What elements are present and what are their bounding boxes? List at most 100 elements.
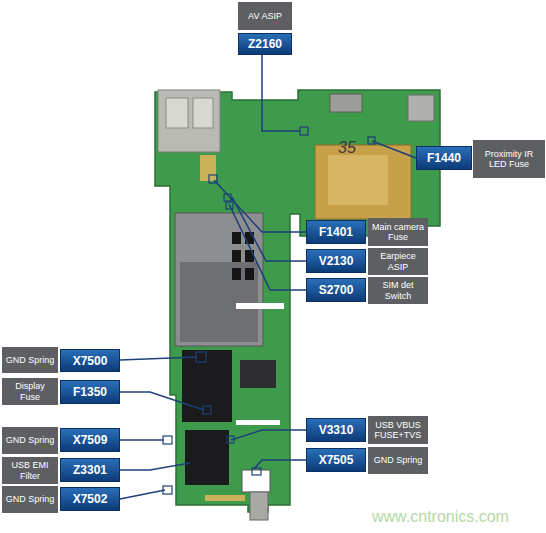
description-box: GND Spring [2, 486, 58, 513]
part-marker [300, 127, 308, 135]
part-code-box: X7500 [60, 349, 120, 372]
leader-line [231, 430, 306, 440]
part-marker [196, 352, 206, 362]
part-code: X7505 [319, 453, 354, 467]
part-marker [368, 137, 375, 144]
part-code-box: X7509 [60, 428, 120, 452]
rf-shield [175, 213, 263, 346]
leader-line [120, 357, 197, 360]
leader-line [372, 141, 416, 158]
chip [232, 232, 241, 244]
part-marker [163, 486, 172, 494]
part-description: GND Spring [6, 355, 55, 365]
description-box: USB EMI Filter [2, 457, 58, 484]
description-box: GND Spring [368, 447, 428, 474]
usb-connector [250, 492, 268, 520]
part-code-box: V3310 [306, 418, 366, 442]
part-code: F1401 [319, 225, 353, 239]
part-code: X7500 [73, 354, 108, 368]
part-code-box: Z3301 [60, 458, 120, 482]
part-description: Proximity IR LED Fuse [476, 149, 542, 169]
part-description: GND Spring [6, 494, 55, 504]
part-code: V3310 [319, 423, 354, 437]
processor-chip [182, 350, 232, 422]
part-code-box: X7502 [60, 487, 120, 511]
connector [330, 94, 362, 112]
part-description: AV ASIP [248, 11, 282, 21]
part-code: X7509 [73, 433, 108, 447]
part-description: Earpiece ASIP [371, 251, 425, 271]
leader-line [229, 204, 306, 290]
chip [232, 268, 241, 280]
part-code-box: X7505 [306, 448, 366, 472]
part-description: Main camera Fuse [371, 222, 425, 242]
leader-line [120, 490, 165, 499]
part-marker [226, 202, 233, 209]
part-marker [252, 468, 261, 475]
description-box: SIM det Switch [368, 277, 428, 304]
contact-pads [205, 495, 245, 501]
part-code: V2130 [319, 254, 354, 268]
description-box: Earpiece ASIP [368, 248, 428, 275]
leader-line [214, 180, 306, 232]
part-marker [227, 436, 234, 443]
part-code-box: S2700 [306, 278, 366, 302]
part-description: USB EMI Filter [5, 460, 55, 480]
part-code: F1350 [73, 385, 107, 399]
memory-chip [185, 430, 229, 485]
sim-contact [193, 98, 213, 128]
label-strip [236, 420, 280, 425]
description-box: GND Spring [2, 347, 58, 373]
circuit-board [155, 90, 440, 512]
part-code-box: Z2160 [238, 33, 292, 55]
leader-line [262, 55, 300, 131]
leader-line [232, 197, 306, 261]
chip [245, 250, 254, 262]
label-strip [236, 303, 284, 309]
part-code-box: F1350 [60, 380, 120, 404]
sim-holder [158, 90, 220, 152]
part-description: Display Fuse [5, 381, 55, 401]
description-box: AV ASIP [238, 2, 292, 30]
leader-line [120, 392, 204, 410]
chip [245, 232, 254, 244]
part-code: Z2160 [248, 37, 282, 51]
description-box: USB VBUS FUSE+TVS [368, 416, 428, 444]
board-marking: 35 [338, 139, 356, 157]
connector [200, 155, 216, 181]
camera-module [315, 145, 411, 219]
leader-line [254, 460, 306, 469]
part-marker [209, 175, 217, 183]
leader-line [120, 439, 164, 441]
chip [245, 268, 254, 280]
description-box: Display Fuse [2, 378, 58, 405]
part-code: X7502 [73, 492, 108, 506]
part-code-box: F1401 [306, 220, 366, 244]
part-code-box: F1440 [416, 146, 472, 170]
part-description: GND Spring [6, 435, 55, 445]
part-code: F1440 [427, 151, 461, 165]
part-description: GND Spring [374, 455, 423, 465]
part-marker [224, 194, 231, 201]
shield-area [180, 262, 258, 342]
part-description: USB VBUS FUSE+TVS [371, 420, 425, 440]
part-marker [203, 406, 211, 414]
leader-line [120, 463, 190, 470]
part-code-box: V2130 [306, 249, 366, 273]
description-box: GND Spring [2, 427, 58, 454]
sim-contact [166, 98, 188, 128]
chip [240, 360, 276, 388]
description-box: Proximity IR LED Fuse [473, 140, 545, 178]
description-box: Main camera Fuse [368, 218, 428, 246]
camera-shield [328, 155, 388, 205]
chip [232, 250, 241, 262]
part-code: Z3301 [73, 463, 107, 477]
part-marker [163, 436, 172, 444]
connector [242, 470, 270, 492]
part-description: SIM det Switch [371, 280, 425, 300]
sensor [408, 95, 434, 121]
